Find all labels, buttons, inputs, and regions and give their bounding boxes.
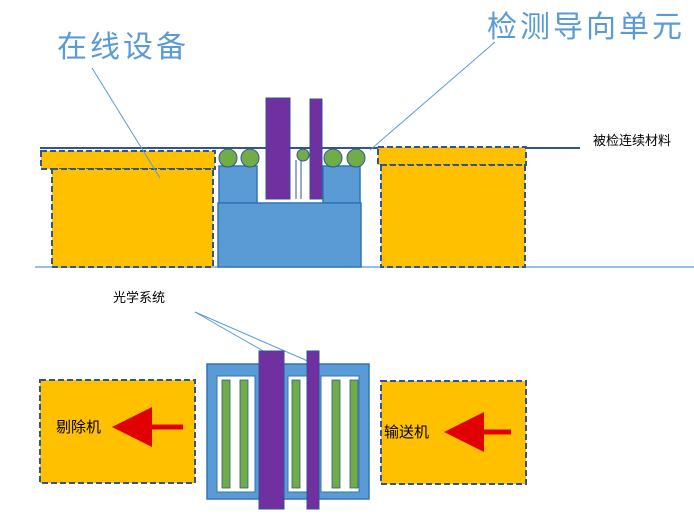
- optical-bar-narrow: [309, 98, 323, 200]
- guide-unit-base: [217, 202, 362, 268]
- roller-icon: [240, 148, 260, 168]
- label-conveyor: 输送机: [384, 423, 430, 441]
- roller-icon: [218, 148, 238, 168]
- guide-unit-right-post: [322, 165, 361, 204]
- callout-online-equipment: [91, 67, 161, 179]
- roller-icon: [296, 148, 310, 162]
- roller-strip: [291, 379, 301, 489]
- label-optical-system: 光学系统: [113, 291, 166, 306]
- optical-bar-wide-top: [258, 350, 285, 510]
- left-equipment-body: [51, 168, 214, 268]
- callout-optical-left: [194, 311, 266, 353]
- right-equipment-top-plate: [377, 146, 527, 166]
- optical-bar-wide: [265, 97, 291, 200]
- roller-strip: [239, 379, 249, 489]
- label-inspected-material: 被检连续材料: [593, 134, 672, 149]
- optical-bar-narrow-top: [306, 350, 320, 510]
- left-equipment-top-plate: [40, 150, 216, 170]
- roller-strip: [349, 379, 359, 489]
- label-online-equipment: 在线设备: [57, 30, 189, 65]
- roller-icon: [323, 148, 343, 168]
- right-equipment-body: [380, 164, 526, 268]
- guide-unit-left-post: [218, 165, 258, 204]
- label-detection-guide-unit: 检测导向单元: [487, 10, 685, 45]
- roller-strip: [221, 379, 231, 489]
- callout-guide-unit: [369, 41, 496, 151]
- roller-icon: [346, 148, 366, 168]
- roller-strip: [331, 379, 341, 489]
- label-rejector: 剔除机: [56, 418, 102, 436]
- callout-optical-right: [194, 311, 311, 363]
